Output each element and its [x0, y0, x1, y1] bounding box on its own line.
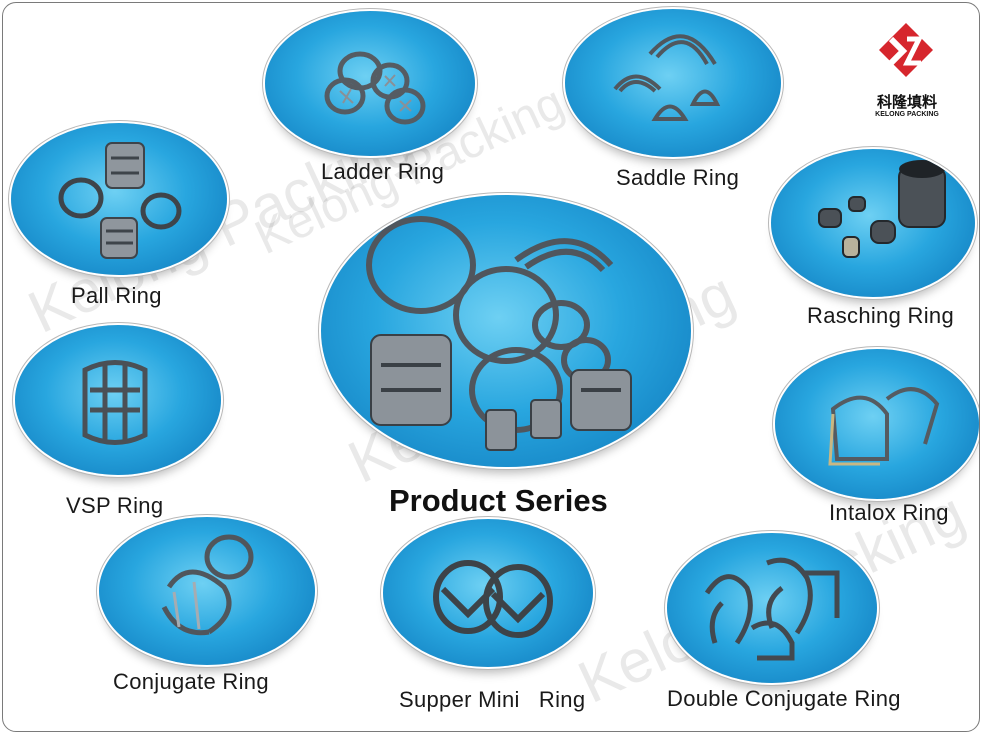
brand-name-cn: 科隆填料 [876, 93, 937, 111]
double-conjugate-ring-image [667, 533, 877, 683]
intalox-ring-label: Intalox Ring [829, 500, 949, 525]
conjugate-ring-label: Conjugate Ring [113, 669, 269, 694]
ladder-ring-image [265, 11, 475, 156]
intalox-ring-image [775, 349, 979, 499]
page-title: Product Series [389, 483, 608, 518]
saddle-ring-label: Saddle Ring [616, 165, 740, 190]
supper-mini-ring-image [383, 519, 593, 667]
vsp-ring-label: VSP Ring [66, 493, 164, 518]
pall-ring-label: Pall Ring [71, 283, 162, 308]
brand-name-en: KELONG PACKING [875, 111, 939, 118]
rasching-ring-label: Rasching Ring [807, 303, 954, 328]
kelong-logo-mark [879, 23, 933, 77]
double-conjugate-ring-label: Double Conjugate Ring [667, 686, 901, 711]
supper-mini-ring-label: Supper Mini Ring [399, 687, 586, 712]
rasching-ring-image [771, 149, 975, 297]
conjugate-ring-image [99, 517, 315, 665]
ladder-ring-label: Ladder Ring [321, 159, 445, 184]
product-series-image [321, 195, 691, 467]
pall-ring-image [11, 123, 227, 275]
vsp-ring-image [15, 325, 221, 475]
saddle-ring-image [565, 9, 781, 157]
